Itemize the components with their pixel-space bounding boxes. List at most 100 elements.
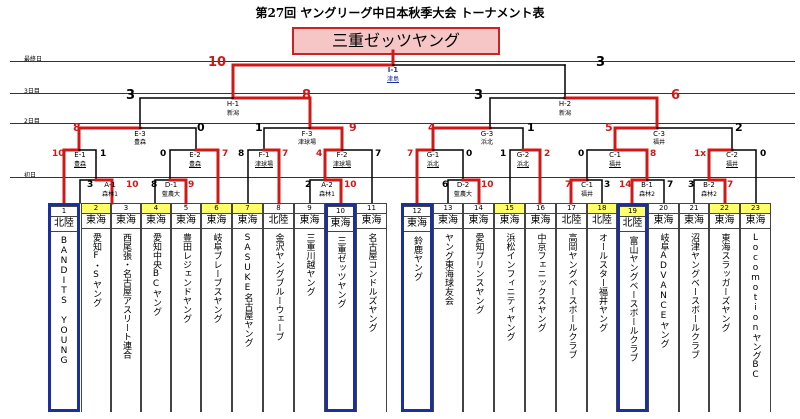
team-column-7: 7 東海 SASUKE名古屋ヤング: [232, 203, 263, 412]
semi1-right-score: 8: [302, 88, 312, 103]
team-name: ヤング東海球友会: [443, 233, 453, 305]
page-title: 第27回 ヤングリーグ中日本秋季大会 トーナメント表: [255, 6, 545, 20]
team-region: 東海: [464, 214, 493, 229]
r2-f1-venue: 津球場: [254, 161, 273, 168]
q-g3-label: G-3: [480, 130, 494, 138]
semi2-venue: 新潟: [558, 110, 571, 117]
r2-c1-right-score: 8: [650, 149, 657, 159]
r2-c2-label: C-2: [726, 151, 738, 159]
team-column-12: 12 東海 鈴鹿ヤング: [401, 203, 433, 412]
team-region: 北陸: [620, 217, 645, 232]
semi1-label: H-1: [226, 100, 240, 108]
team-name: 岐阜ブレーブスヤング: [211, 233, 222, 323]
r2-e1-venue: 豊森: [73, 161, 86, 168]
q-f3-left-score: 1: [255, 121, 263, 134]
final-right-score: 3: [596, 55, 606, 70]
team-region: 東海: [82, 214, 110, 229]
team-name: SASUKE名古屋ヤング: [242, 233, 253, 347]
q-e3-right-score: 0: [197, 121, 205, 134]
team-name: 愛知プリンスヤング: [473, 233, 484, 314]
r2-g1-label: G-1: [426, 151, 440, 159]
team-name: 東海スラッガーズヤング: [719, 233, 730, 332]
team-name: 西尾張・名古屋アスリート連合: [121, 233, 131, 359]
team-name: 岐阜ADVANCEヤング: [658, 233, 669, 348]
r1-b1-venue: 森林2: [639, 191, 655, 198]
divider-final: [10, 61, 795, 62]
q-c3-label: C-3: [653, 130, 665, 138]
r1-a2-label: A-2: [321, 181, 333, 189]
team-name: 愛知中央BCヤング: [151, 233, 161, 316]
q-c3-left-score: 5: [605, 121, 613, 134]
semi2-right-score: 6: [671, 88, 681, 103]
r2-f2-venue: 津球場: [332, 161, 351, 168]
semi2-label: H-2: [558, 100, 572, 108]
q-g3-right-score: 1: [527, 121, 535, 134]
team-column-16: 16 東海 中京フェニックスヤング: [525, 203, 556, 412]
team-region: 東海: [495, 214, 524, 229]
team-name: 浜松インフィニティヤング: [504, 233, 515, 341]
r2-e2-label: E-2: [189, 151, 201, 159]
team-number: 1: [51, 206, 77, 217]
team-number: 22: [710, 203, 739, 214]
team-number: 14: [464, 203, 493, 214]
final-match-label: I-1: [387, 66, 399, 74]
r1-a1-left-score: 3: [87, 180, 94, 190]
r1-b2-right-score: 7: [727, 180, 734, 190]
team-number: 21: [680, 203, 708, 214]
team-number: 3: [112, 203, 140, 214]
team-region: 東海: [741, 214, 770, 229]
team-region: 東海: [434, 214, 462, 229]
team-region: 北陸: [51, 217, 77, 232]
team-number: 7: [233, 203, 262, 214]
team-name: BANDITS YOUNG: [59, 236, 69, 366]
team-column-17: 17 北陸 高岡ヤングベースボールクラブ: [556, 203, 587, 412]
r2-e1-label: E-1: [74, 151, 86, 159]
team-name: 中京フェニックスヤング: [535, 233, 546, 332]
semi1-left-score: 3: [126, 88, 136, 103]
r1-d2-venue: 藍農大: [453, 191, 472, 198]
r2-e1-left-score: 10: [52, 149, 65, 159]
team-name: LocomotionヤングBC: [750, 233, 761, 380]
team-number: 12: [404, 206, 430, 217]
team-column-2: 2 東海 愛知F・Sヤング: [81, 203, 111, 412]
r1-d2-label: D-2: [456, 181, 470, 189]
team-name: 金沢ヤングブルーウェーブ: [273, 233, 284, 341]
q-f3-right-score: 9: [349, 121, 357, 134]
r2-e2-right-score: 7: [222, 149, 229, 159]
team-name: 三重川越ヤング: [304, 233, 315, 296]
final-venue: 津島: [386, 76, 399, 83]
r2-c2-venue: 福井: [725, 161, 738, 168]
team-name: 高岡ヤングベースボールクラブ: [566, 233, 577, 359]
r2-f2-left-score: 4: [316, 149, 323, 159]
r2-c2-right-score: 0: [760, 149, 767, 159]
team-column-19: 19 北陸 富山ヤングベースボールクラブ: [617, 203, 648, 412]
team-region: 東海: [710, 214, 739, 229]
team-column-5: 5 東海 豊田レジェンドヤング: [171, 203, 201, 412]
r1-d1-venue: 藍農大: [161, 191, 180, 198]
q-f3-venue: 津球場: [297, 139, 316, 146]
r1-c1-right-score: 3: [604, 180, 611, 190]
round-label-day2: 2日目: [24, 118, 40, 125]
r1-c1-left-score: 7: [565, 180, 572, 190]
team-column-9: 9 東海 三重川越ヤング: [294, 203, 325, 412]
team-number: 17: [557, 203, 586, 214]
divider-day2: [10, 123, 795, 124]
team-region: 東海: [649, 214, 678, 229]
r2-f2-label: F-2: [336, 151, 348, 159]
team-number: 13: [434, 203, 462, 214]
team-column-20: 20 東海 岐阜ADVANCEヤング: [648, 203, 679, 412]
r1-b1-right-score: 7: [667, 180, 674, 190]
r2-g2-left-score: 1: [500, 149, 507, 159]
team-region: 東海: [526, 214, 555, 229]
team-name: 富山ヤングベースボールクラブ: [627, 236, 638, 362]
r2-f2-right-score: 7: [375, 149, 382, 159]
r1-a1-venue: 森林1: [102, 191, 118, 198]
r1-b2-label: B-2: [703, 181, 715, 189]
r1-b2-venue: 森林2: [701, 191, 717, 198]
r2-g1-venue: 浜北: [426, 161, 439, 168]
divider-day1: [10, 177, 795, 178]
team-region: 東海: [680, 214, 708, 229]
r1-d1-right-score: 9: [188, 180, 195, 190]
r2-e2-left-score: 0: [160, 149, 167, 159]
